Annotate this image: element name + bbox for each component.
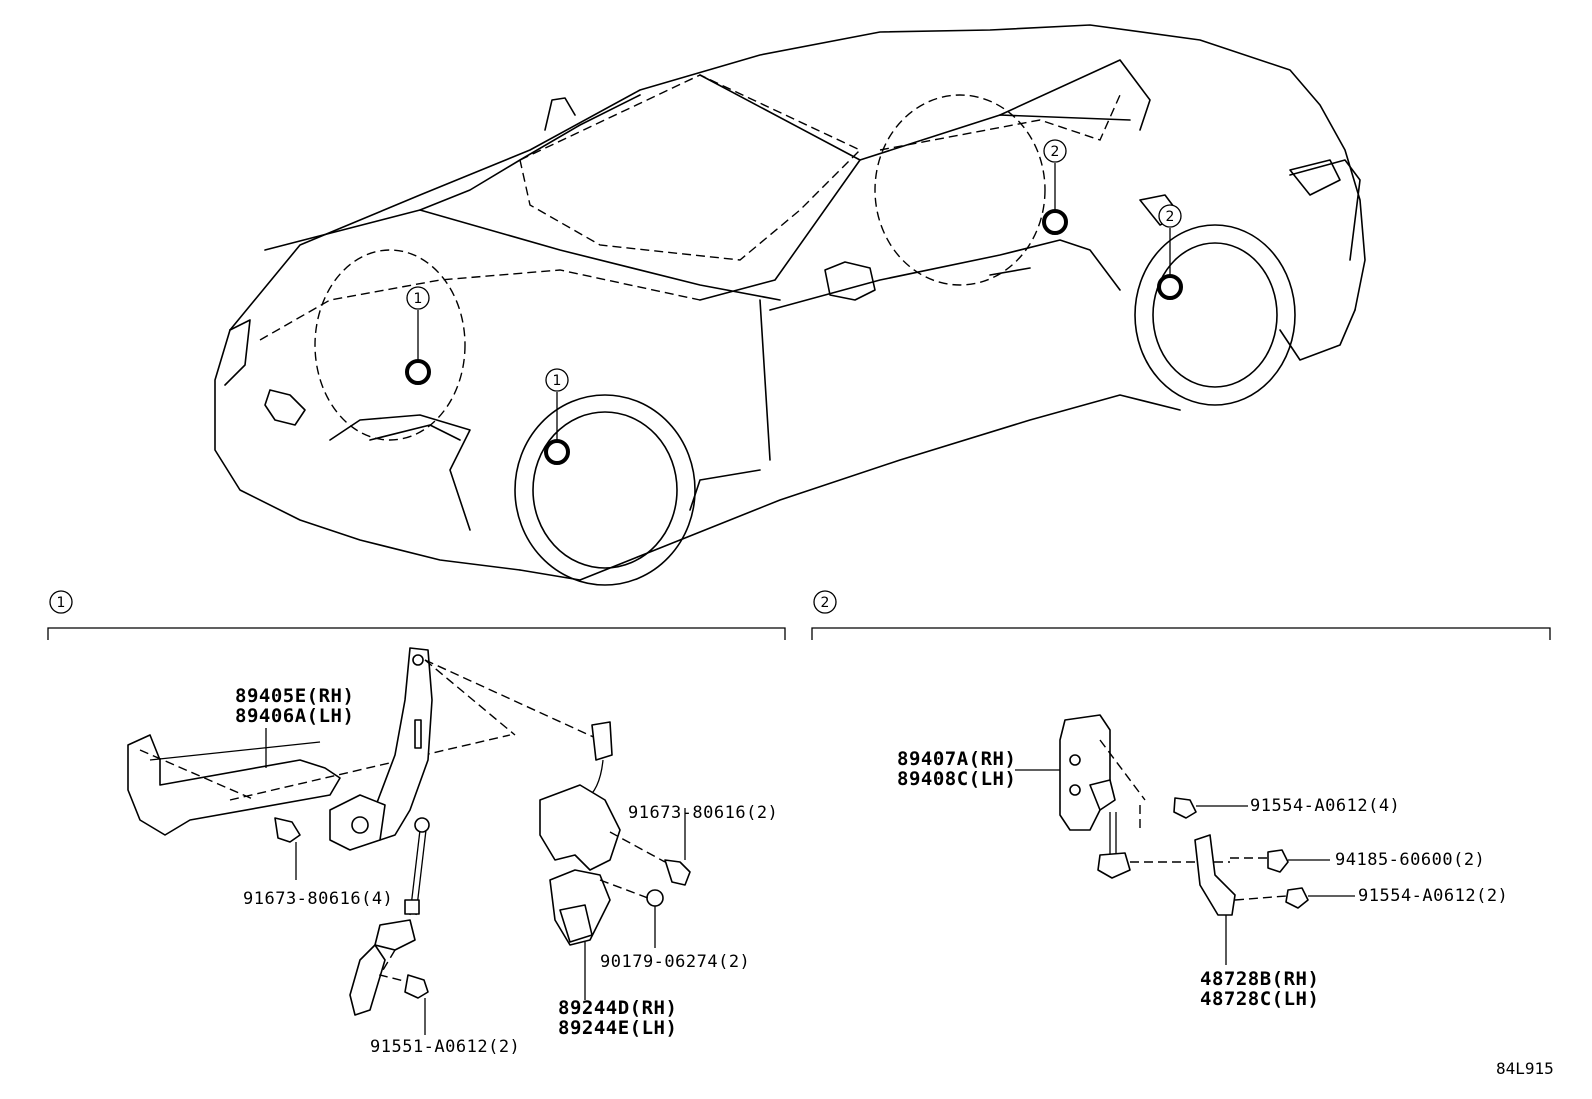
callout-front-near: 1: [544, 368, 570, 465]
label-89408c: 89408C(LH): [897, 768, 1016, 790]
callout-1-label: 1: [414, 291, 423, 307]
callout-2-label: 2: [1051, 144, 1060, 160]
bolt-bottom-rear: [1285, 887, 1309, 909]
label-91551-a0612-2: 91551-A0612(2): [370, 1037, 520, 1057]
diagram-code: 84L915: [1496, 1059, 1554, 1078]
section-2-marker: 2: [821, 595, 830, 611]
label-89406a: 89406A(LH): [235, 705, 354, 727]
height-sensor-bracket-front: [127, 734, 341, 836]
bolt-top-rear: [1173, 797, 1197, 819]
label-90179-06274-2: 90179-06274(2): [600, 952, 750, 972]
nut-rear: [1267, 849, 1289, 873]
label-89407a: 89407A(RH): [897, 748, 1016, 770]
label-89244e: 89244E(LH): [558, 1017, 677, 1039]
height-sensor-clip-front: [539, 784, 621, 871]
connector-top-front: [591, 721, 613, 761]
car-illustration: [214, 24, 1366, 586]
callout-rear-far: 2: [1042, 139, 1068, 235]
callout-front-far: 1: [405, 286, 431, 385]
bolt-left-front: [274, 817, 301, 843]
label-89244d: 89244D(RH): [558, 997, 677, 1019]
label-91673-80616-4: 91673-80616(4): [243, 889, 393, 909]
label-91673-80616-2: 91673-80616(2): [628, 803, 778, 823]
bolt-bottom-front: [404, 974, 429, 999]
nut-front: [646, 889, 664, 907]
label-91554-a0612-2: 91554-A0612(2): [1358, 886, 1508, 906]
callout-rear-near: 2: [1157, 204, 1183, 300]
label-91554-a0612-4: 91554-A0612(4): [1250, 796, 1400, 816]
section-1: 1: [47, 590, 786, 1057]
section-2: 2 89407A(RH) 89408C(LH) 91554-A0612(4) 9…: [811, 590, 1551, 1010]
label-94185-60600-2: 94185-60600(2): [1335, 850, 1485, 870]
section-1-marker: 1: [57, 595, 66, 611]
height-sensor-bracket-rear: [1059, 714, 1111, 831]
bolt-right-front: [664, 859, 691, 886]
label-89405e: 89405E(RH): [235, 685, 354, 707]
bracket-rear: [1194, 834, 1236, 916]
height-sensor-link-front: [364, 647, 433, 841]
label-48728b: 48728B(RH): [1200, 968, 1319, 990]
callout-2-label-b: 2: [1166, 209, 1175, 225]
callout-1-label-b: 1: [553, 373, 562, 389]
label-48728c: 48728C(LH): [1200, 988, 1319, 1010]
